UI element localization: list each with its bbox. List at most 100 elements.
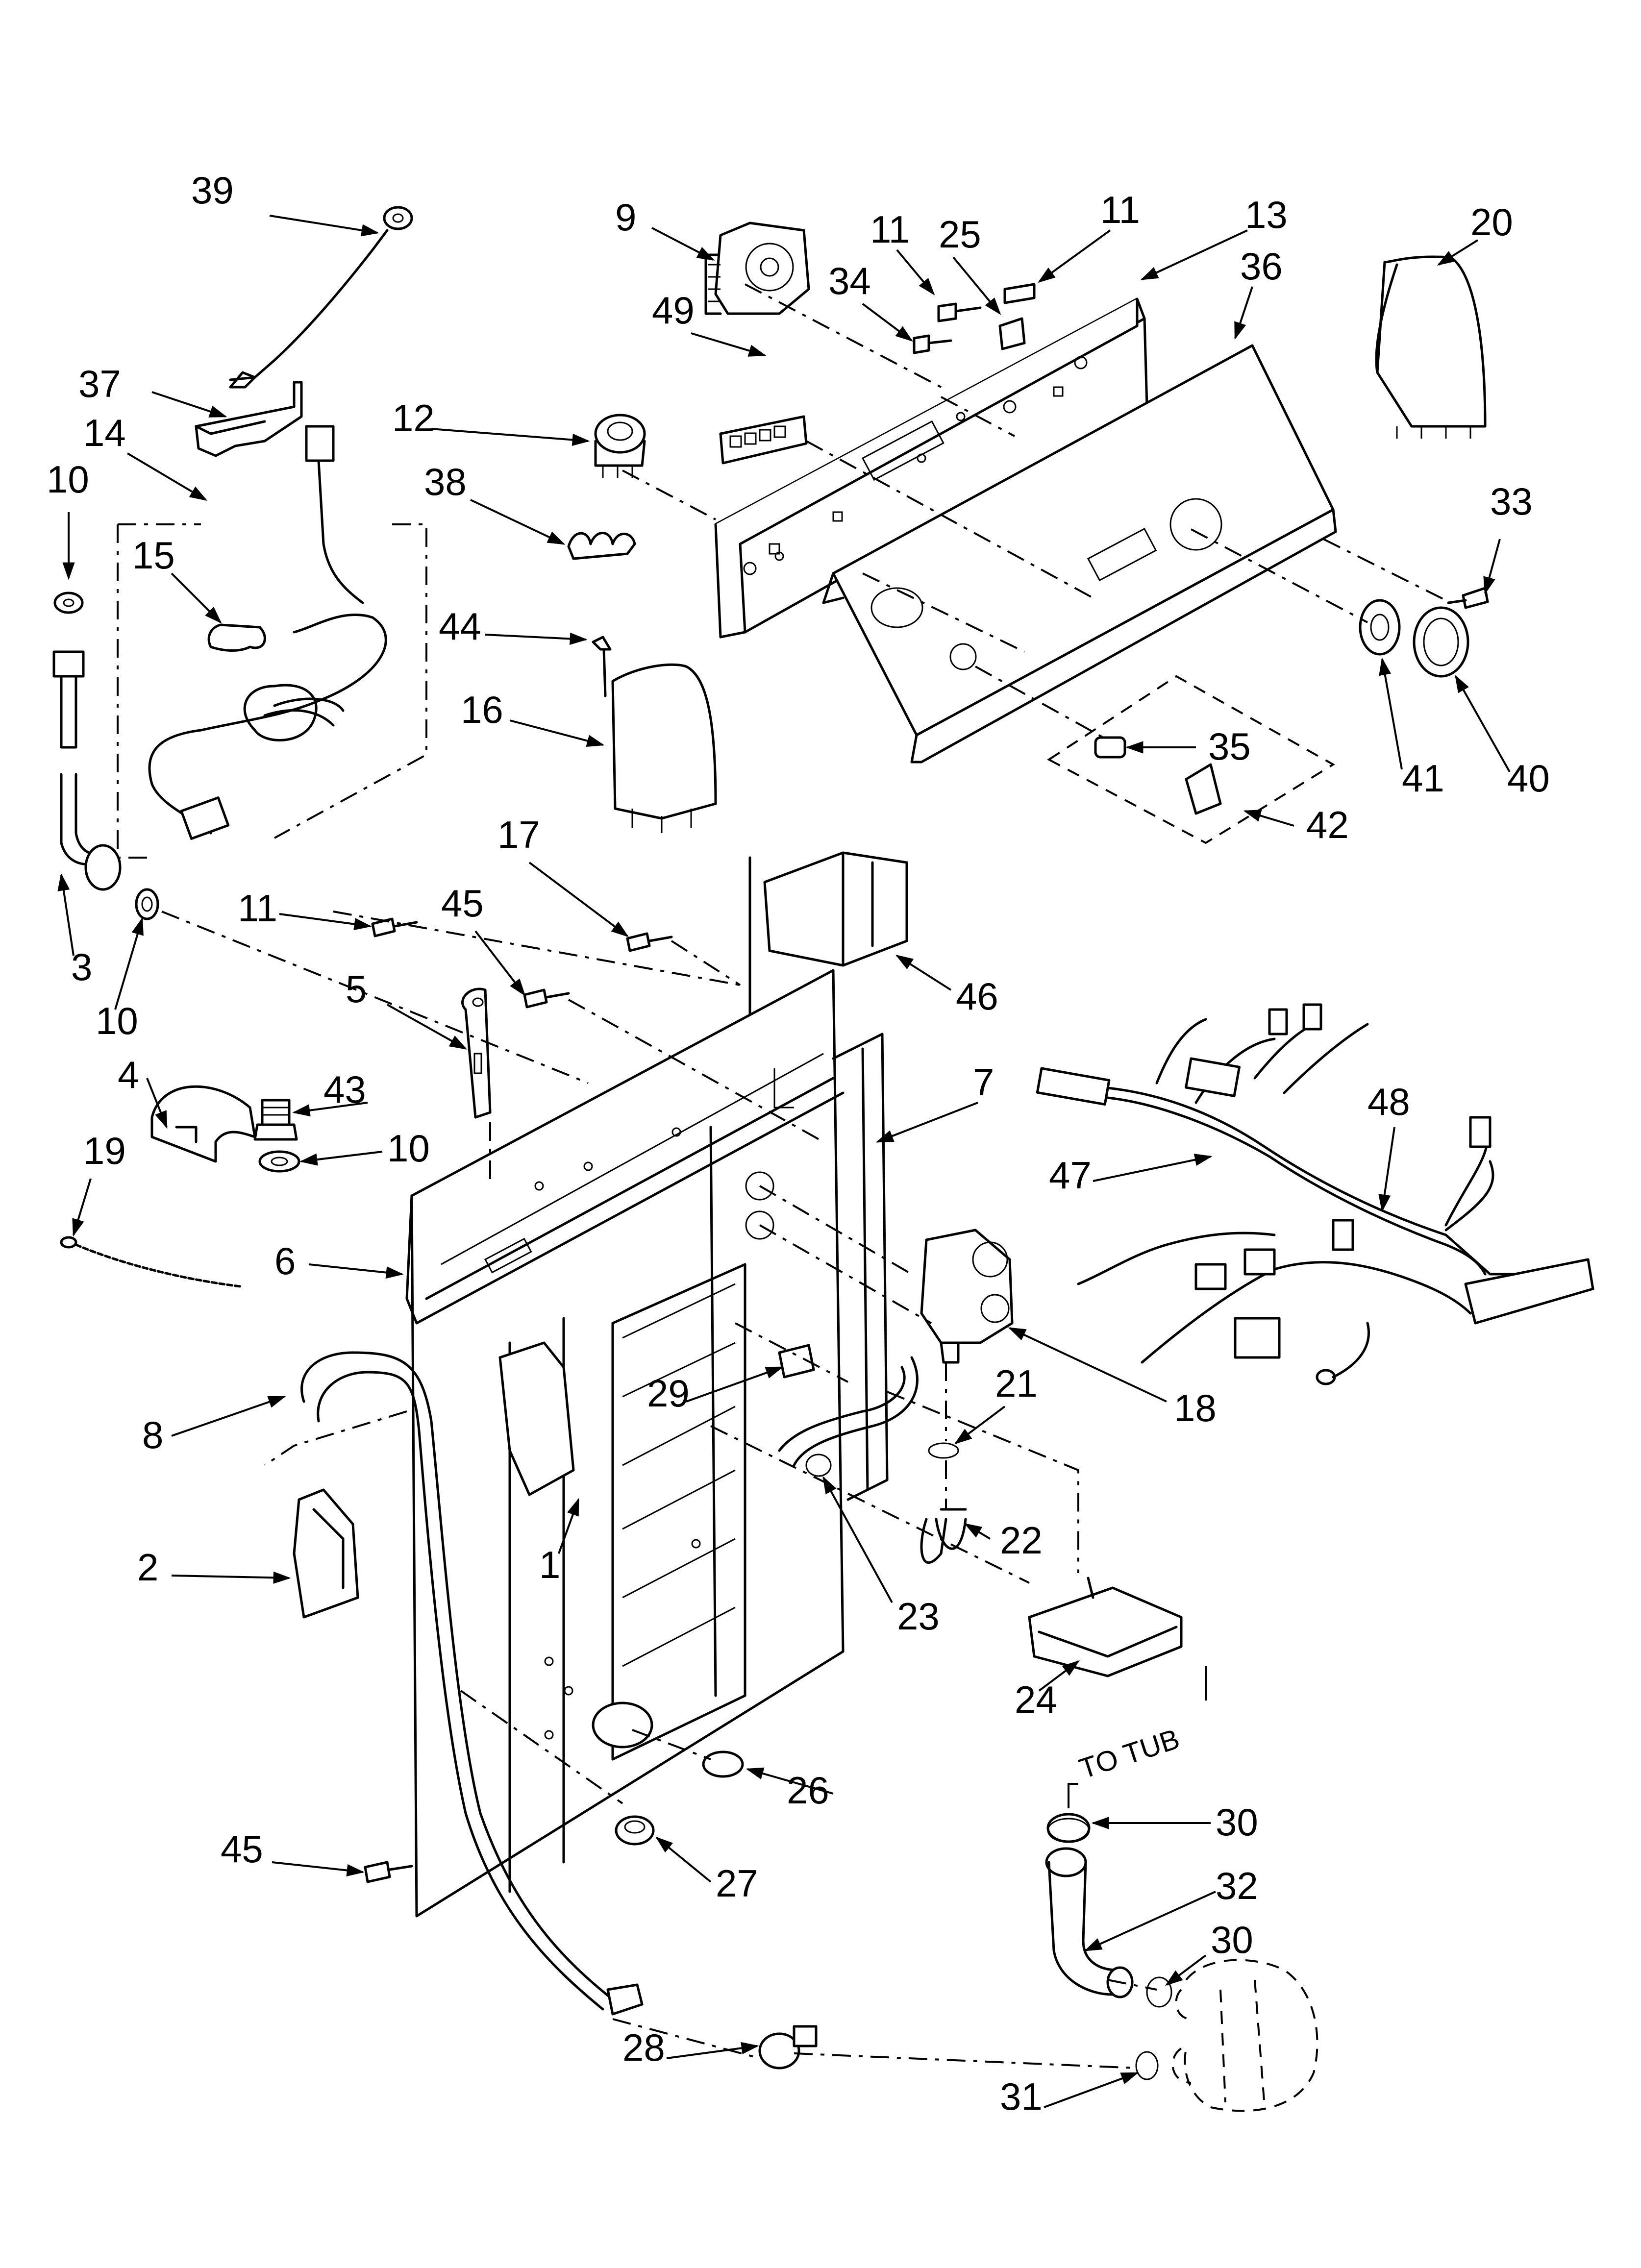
callout-c16: 16 xyxy=(461,688,503,731)
callout-c34: 34 xyxy=(828,259,871,302)
to-tub-bracket xyxy=(1068,1666,1207,1808)
part-19-tie-strap xyxy=(60,1236,242,1288)
leader-c25 xyxy=(952,256,1001,315)
part-22-inlet-hose xyxy=(778,1356,967,1564)
leader-c11b xyxy=(1038,229,1111,283)
callout-c15: 15 xyxy=(132,534,175,577)
callout-c5: 5 xyxy=(346,967,367,1011)
callout-c45a: 45 xyxy=(441,882,484,925)
callout-c27: 27 xyxy=(716,1862,758,1905)
callout-c17: 17 xyxy=(497,813,540,856)
part-8-drain-hose xyxy=(300,1351,760,2059)
callout-c11a: 11 xyxy=(870,208,910,251)
part-48-wire-harness xyxy=(1036,1003,1594,1385)
leader-c45a xyxy=(474,930,526,996)
callout-c10a: 10 xyxy=(47,458,89,501)
pump-outline xyxy=(1171,1959,1318,2112)
leader-c18 xyxy=(1008,1327,1167,1403)
leader-arrows xyxy=(57,215,1511,2108)
callout-c42: 42 xyxy=(1306,803,1349,846)
leader-c36 xyxy=(1234,286,1253,340)
leader-c11c xyxy=(279,913,372,931)
callout-c21: 21 xyxy=(995,1362,1038,1405)
part-43-fitting xyxy=(253,1099,300,1173)
leader-c20 xyxy=(1437,239,1479,266)
leader-c7 xyxy=(875,1102,978,1143)
leader-c47 xyxy=(1093,1154,1213,1182)
callout-c3: 3 xyxy=(71,945,92,988)
callout-c20: 20 xyxy=(1470,200,1513,244)
leader-c16 xyxy=(509,719,605,747)
part-30-31-clamps xyxy=(1135,1976,1172,2080)
callout-c1: 1 xyxy=(539,1543,560,1586)
leader-c24 xyxy=(1038,1660,1080,1692)
leader-c22 xyxy=(964,1523,991,1540)
part-knob-assembly xyxy=(1359,587,1489,678)
part-6-rear-panel xyxy=(405,969,845,1918)
part-1-bracket xyxy=(498,1341,575,1496)
callout-c24: 24 xyxy=(1015,1678,1057,1721)
leader-c23 xyxy=(822,1476,893,1603)
part-38-clips xyxy=(567,532,636,560)
callout-c11c: 11 xyxy=(238,887,277,930)
part-4-clamp xyxy=(150,1085,256,1163)
part-screws-middle xyxy=(371,917,673,1009)
leader-c37 xyxy=(151,391,227,418)
part-12-switch xyxy=(594,414,646,478)
part-20-end-cap xyxy=(1375,255,1487,439)
leader-c27 xyxy=(655,1836,712,1883)
callout-c47: 47 xyxy=(1049,1154,1092,1197)
part-14-power-cord xyxy=(117,425,427,859)
part-30-clamp-top xyxy=(1047,1818,1090,1843)
part-36-console xyxy=(822,344,1337,764)
part-45-screw xyxy=(364,1861,413,1883)
part-28-hose-clamp xyxy=(758,2025,818,2070)
callout-c29: 29 xyxy=(647,1372,690,1415)
leader-c34 xyxy=(862,303,913,342)
part-49-button-board xyxy=(719,415,808,465)
leader-c4 xyxy=(146,1078,168,1129)
part-23-clamp xyxy=(805,1454,832,1477)
leader-c31 xyxy=(1044,2072,1139,2108)
part-2-lid-lock xyxy=(293,1488,359,1619)
callout-c48: 48 xyxy=(1368,1080,1410,1123)
callout-c44: 44 xyxy=(439,605,481,648)
callout-c6: 6 xyxy=(274,1239,296,1282)
leader-c40 xyxy=(1455,674,1511,772)
callout-c31: 31 xyxy=(1000,2075,1043,2118)
callout-c10c: 10 xyxy=(387,1127,430,1170)
part-32-pump-hose xyxy=(1045,1813,1134,1998)
callout-c11b: 11 xyxy=(1100,188,1140,231)
screw-parts-top xyxy=(913,283,1036,354)
callout-c13: 13 xyxy=(1245,193,1288,236)
part-7-side-rail xyxy=(832,1033,889,1501)
leader-c17 xyxy=(528,862,629,937)
leader-c14 xyxy=(126,452,208,501)
part-21-clamp xyxy=(928,1442,959,1459)
part-26-plug xyxy=(702,1750,744,1778)
leader-c44 xyxy=(485,632,588,645)
part-18-water-valve xyxy=(920,1229,1014,1364)
callout-c23: 23 xyxy=(897,1595,940,1638)
callout-c37: 37 xyxy=(78,362,121,405)
part-35-selector xyxy=(1047,675,1335,844)
leader-c12 xyxy=(431,428,590,446)
callout-c19: 19 xyxy=(83,1129,126,1172)
leader-c2 xyxy=(171,1571,291,1584)
part-37-bracket xyxy=(195,381,303,457)
leader-c10c xyxy=(299,1151,383,1166)
leader-c42 xyxy=(1243,810,1294,827)
callout-c10b: 10 xyxy=(96,999,138,1042)
part-24-dispenser xyxy=(1028,1577,1183,1677)
leader-c46 xyxy=(895,955,952,991)
part-3-fill-hose xyxy=(52,592,159,920)
leader-c26 xyxy=(746,1767,834,1795)
callout-c35: 35 xyxy=(1208,725,1251,768)
callout-c12: 12 xyxy=(392,396,435,440)
callout-c14: 14 xyxy=(83,411,126,454)
leader-c10b xyxy=(114,917,144,1010)
leader-c6 xyxy=(308,1263,404,1279)
callout-c9: 9 xyxy=(615,196,636,239)
